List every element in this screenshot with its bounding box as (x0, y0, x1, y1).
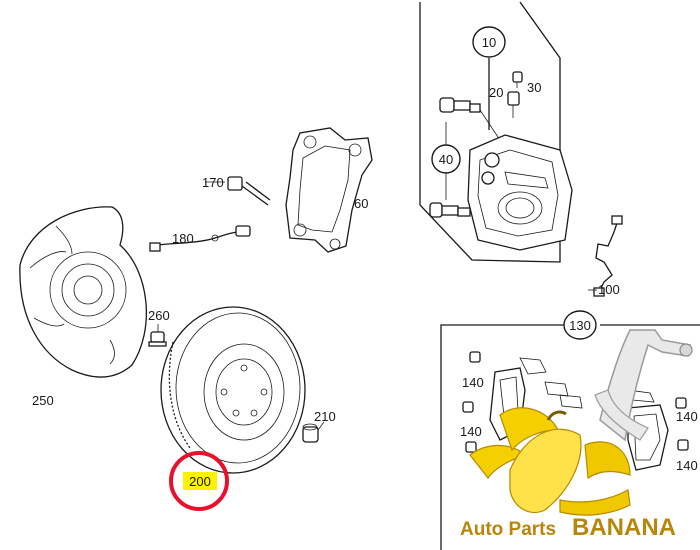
watermark-text: Auto Parts BANANA (460, 514, 676, 541)
callout-180[interactable]: 180 (172, 231, 194, 246)
svg-text:250: 250 (32, 393, 54, 408)
svg-text:260: 260 (148, 308, 170, 323)
pad-bolts (462, 351, 689, 453)
highlight-box (183, 472, 217, 490)
carrier-bolt (205, 176, 271, 206)
callout-140-b[interactable]: 140 (460, 424, 482, 439)
svg-text:10: 10 (482, 35, 496, 50)
callout-60[interactable]: 60 (354, 196, 368, 211)
callout-30[interactable]: 30 (527, 80, 541, 95)
guide-pin-lower (429, 202, 471, 218)
caliper-carrier (285, 127, 373, 253)
svg-text:170: 170 (202, 175, 224, 190)
svg-text:140: 140 (460, 424, 482, 439)
callout-100[interactable]: 100 (588, 282, 620, 297)
callout-250[interactable]: 250 (32, 393, 54, 408)
sensor-wire-right (593, 215, 623, 297)
svg-text:30: 30 (527, 80, 541, 95)
svg-text:140: 140 (676, 409, 698, 424)
bleeder-screw (507, 71, 523, 118)
callout-200-highlighted[interactable]: 200 (169, 451, 229, 511)
wear-sensor (149, 225, 251, 252)
callout-10[interactable]: 10 (472, 26, 506, 130)
svg-text:140: 140 (462, 375, 484, 390)
pad-kit-frame (440, 324, 700, 550)
highlight-circle (169, 451, 229, 511)
svg-text:200: 200 (189, 474, 211, 489)
dust-shield (19, 206, 148, 378)
brake-pad-right (627, 404, 669, 471)
svg-text:130: 130 (569, 318, 591, 333)
brand-name: BANANA (572, 514, 676, 541)
svg-text:40: 40 (439, 152, 453, 167)
svg-text:210: 210 (314, 409, 336, 424)
brake-disc (160, 306, 306, 474)
callout-140-c[interactable]: 140 (676, 409, 698, 424)
callout-170[interactable]: 170 (202, 175, 224, 190)
wheel-nut (302, 421, 325, 443)
svg-text:60: 60 (354, 196, 368, 211)
svg-text:20: 20 (489, 85, 503, 100)
caliper-frame-outline (419, 1, 561, 263)
callout-40[interactable]: 40 (431, 122, 461, 200)
callout-260[interactable]: 260 (148, 308, 170, 323)
brake-caliper (467, 134, 573, 251)
callout-140-d[interactable]: 140 (676, 458, 698, 473)
callout-210[interactable]: 210 (314, 409, 336, 424)
svg-text:140: 140 (676, 458, 698, 473)
callout-20[interactable]: 20 (489, 85, 503, 100)
callout-140-a[interactable]: 140 (462, 375, 484, 390)
brand-prefix: Auto Parts (460, 519, 556, 540)
shield-bolt (148, 324, 167, 347)
guide-pin-upper (439, 97, 501, 141)
svg-text:180: 180 (172, 231, 194, 246)
callout-130[interactable]: 130 (563, 310, 597, 340)
svg-text:100: 100 (598, 282, 620, 297)
watermark-logo (469, 329, 693, 516)
